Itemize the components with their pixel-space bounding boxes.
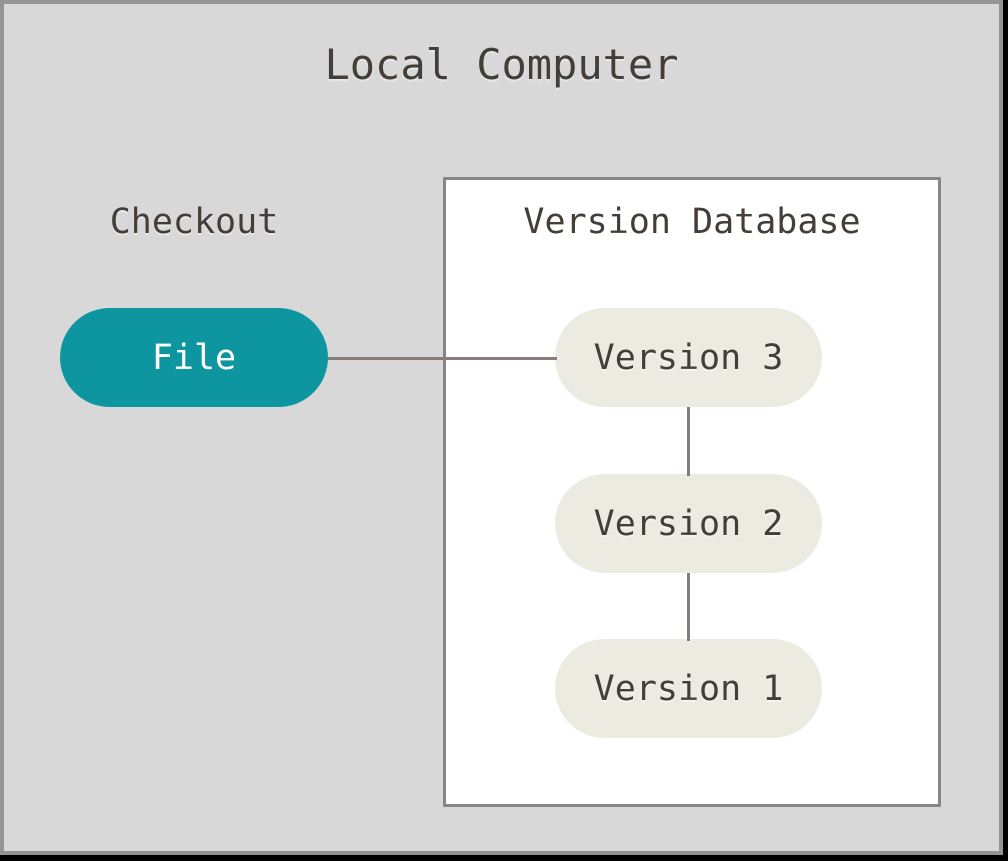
connector-version3-to-version2 xyxy=(687,407,690,476)
connector-version2-to-version1 xyxy=(687,573,690,641)
diagram-title: Local Computer xyxy=(324,40,679,89)
checkout-label: Checkout xyxy=(109,202,279,242)
version-3-node: Version 3 xyxy=(555,308,822,407)
file-node: File xyxy=(60,308,328,407)
version-database-box: Version Database Version 3 Version 2 Ver… xyxy=(443,177,941,807)
version-1-node: Version 1 xyxy=(555,639,822,738)
version-2-node: Version 2 xyxy=(555,474,822,573)
version-database-title: Version Database xyxy=(523,202,861,242)
connector-file-to-version3 xyxy=(328,357,557,360)
